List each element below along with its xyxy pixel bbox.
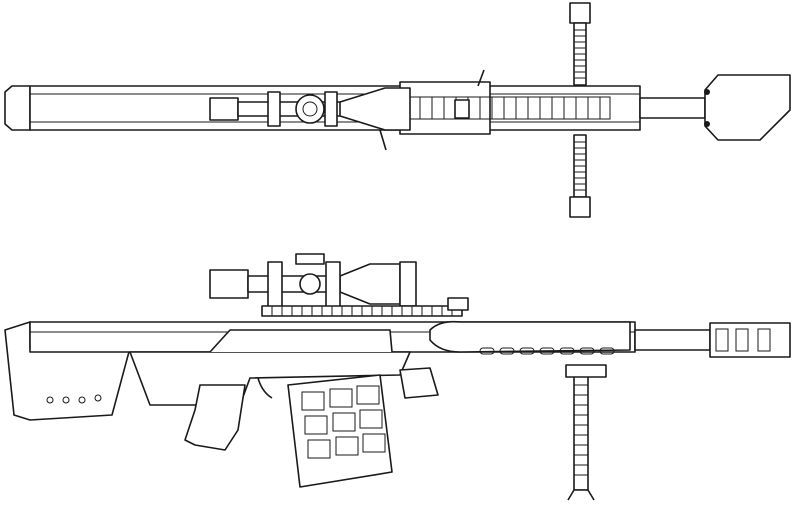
top-scope [209, 87, 411, 131]
top-handguard [399, 81, 491, 135]
top-bolt-handle [379, 129, 387, 151]
side-bipod [565, 364, 607, 501]
top-muzzle-brake [704, 74, 791, 141]
side-view [4, 253, 791, 501]
side-scope [209, 253, 417, 309]
top-view [4, 2, 791, 218]
side-magazine-panels [301, 385, 386, 459]
top-bipod-leg-upper [569, 2, 591, 86]
side-trigger [257, 377, 273, 399]
top-stock [4, 85, 31, 131]
top-barrel [639, 97, 706, 119]
side-vent-holes [479, 347, 615, 355]
top-bipod-leg-lower [569, 134, 591, 218]
side-barrel [634, 329, 711, 351]
side-muzzle-brake [709, 322, 791, 358]
side-pistol-grip [184, 384, 246, 451]
